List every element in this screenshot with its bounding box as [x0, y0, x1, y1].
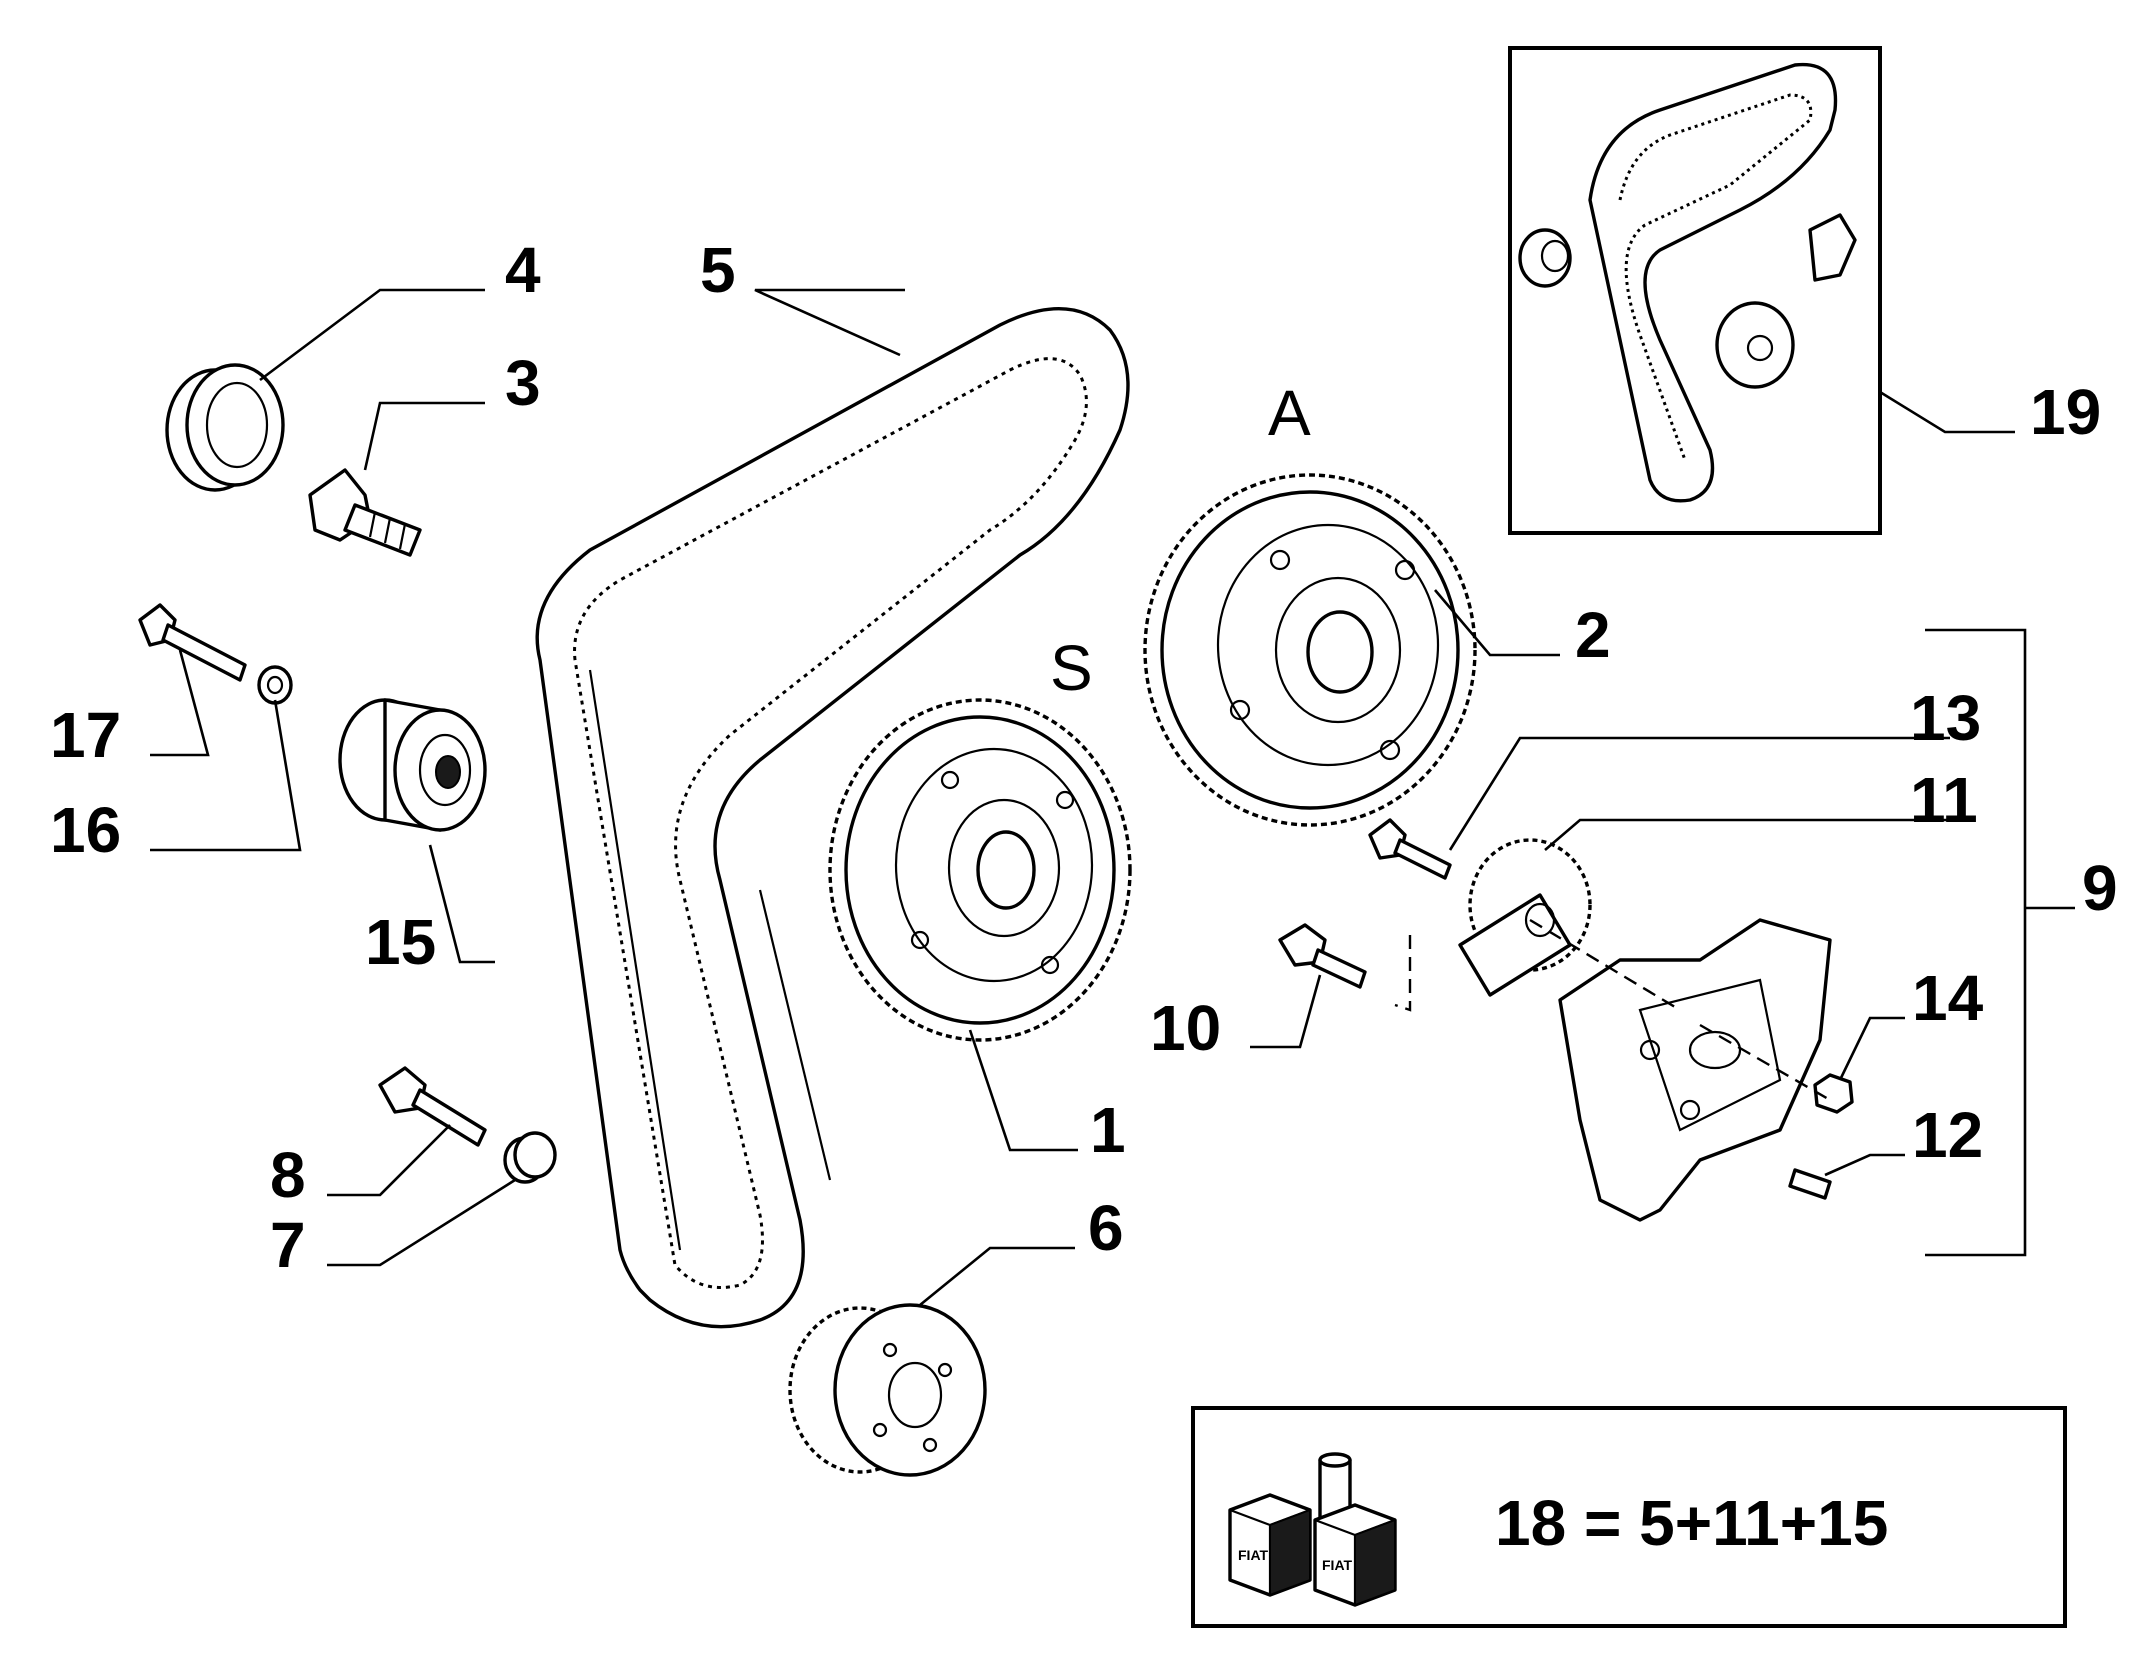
callout-2: 2 [1575, 599, 1611, 671]
leader-lines [150, 288, 2075, 1307]
callout-17: 17 [50, 699, 121, 771]
camshaft-pulley-exhaust [1143, 473, 1477, 827]
kit-inset [1508, 46, 1882, 535]
pulley-letter-intake: S [1050, 632, 1093, 704]
callout-5: 5 [700, 234, 736, 306]
spacer-washer [503, 1131, 557, 1184]
callout-4: 4 [505, 234, 541, 306]
tensioner-bracket [1558, 918, 1832, 1222]
timing-belt [535, 307, 1130, 1329]
callout-19: 19 [2030, 376, 2101, 448]
callout-13: 13 [1910, 682, 1981, 754]
hex-nut [1813, 1073, 1854, 1114]
callout-16: 16 [50, 794, 121, 866]
kit-icon-label-2: FIAT [1322, 1557, 1353, 1573]
oil-seal [165, 363, 285, 492]
callout-12: 12 [1912, 1099, 1983, 1171]
callout-6: 6 [1088, 1192, 1124, 1264]
callout-7: 7 [270, 1209, 306, 1281]
kit-formula-box: FIAT FIAT 18 = 5+11+15 [1191, 1406, 2067, 1628]
kit-icon-label-1: FIAT [1238, 1547, 1269, 1563]
tensioner-bolt-13 [1368, 818, 1452, 880]
callout-8: 8 [270, 1139, 306, 1211]
callout-15: 15 [365, 906, 436, 978]
tensioner-pulley [1458, 838, 1592, 997]
idler-pulley [338, 698, 487, 832]
tensioner-bolt-10 [1278, 923, 1367, 989]
callout-11: 11 [1910, 764, 1978, 836]
pulley-letter-exhaust: A [1268, 377, 1311, 449]
tensioner-bolt-long [138, 603, 247, 682]
assembly-axis [1394, 918, 1831, 1102]
parts-kit-icon: FIAT FIAT [1228, 1452, 1397, 1607]
crankshaft-pulley [788, 1303, 987, 1477]
flange-bolt [308, 468, 422, 557]
camshaft-pulley-intake [828, 698, 1132, 1042]
callout-14: 14 [1912, 962, 1984, 1034]
callout-1: 1 [1090, 1094, 1126, 1166]
washer-small [257, 665, 293, 705]
idler-bolt [378, 1066, 487, 1147]
kit-formula: 18 = 5+11+15 [1495, 1487, 1888, 1559]
callout-10: 10 [1150, 992, 1221, 1064]
callout-3: 3 [505, 347, 541, 419]
callout-9: 9 [2082, 852, 2118, 924]
dowel-pin [1788, 1168, 1832, 1200]
